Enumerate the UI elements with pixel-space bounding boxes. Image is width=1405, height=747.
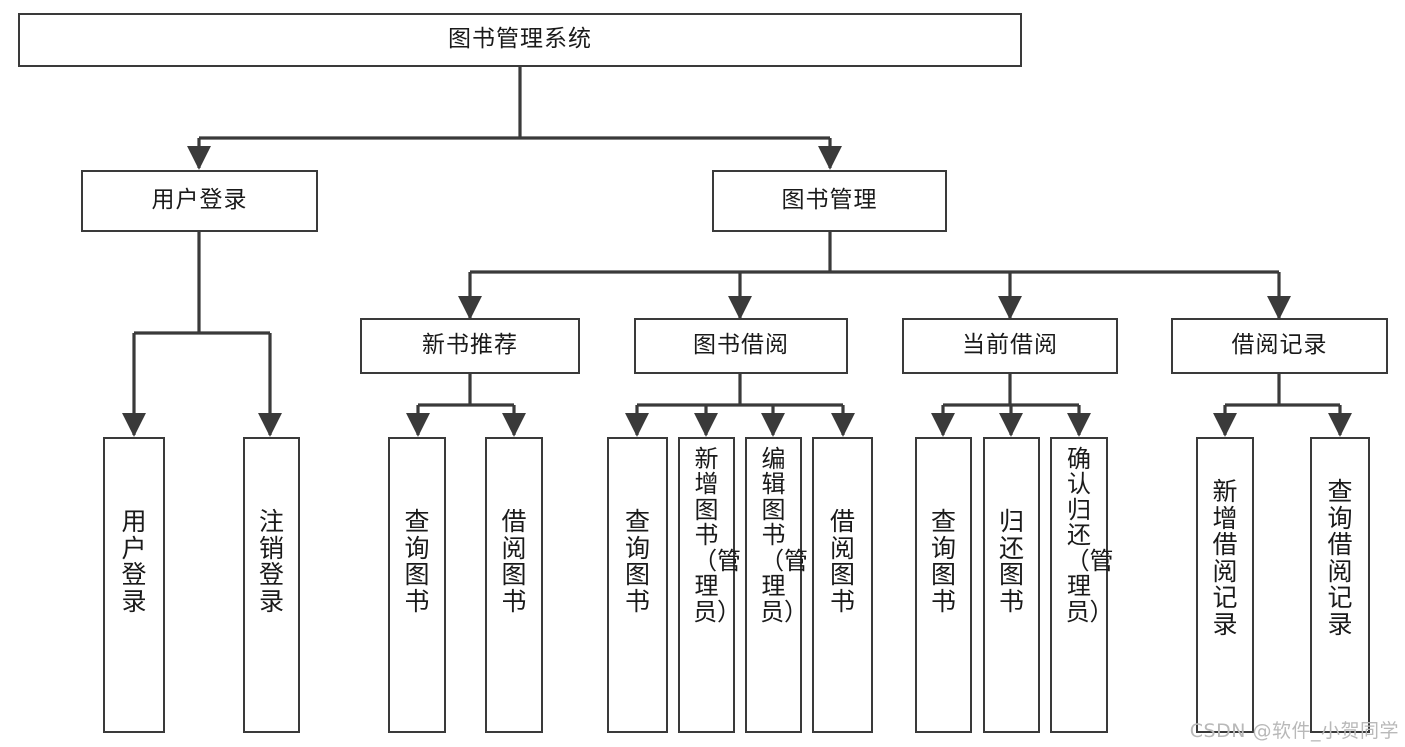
node-leaf-query-borrow-record[interactable]: 查询借阅记录 <box>1310 437 1370 733</box>
node-leaf-add-borrow-record-label: 新增借阅记录 <box>1212 477 1238 639</box>
node-leaf-edit-book-label: 编辑图书（管理员） <box>760 445 809 626</box>
node-leaf-confirm-return-label: 确认归还（管理员） <box>1065 445 1114 626</box>
node-new-book-recommend[interactable]: 新书推荐 <box>360 318 580 374</box>
node-leaf-user-login-label: 用户登录 <box>121 507 147 616</box>
node-leaf-add-borrow-record[interactable]: 新增借阅记录 <box>1196 437 1254 733</box>
node-new-book-recommend-label: 新书推荐 <box>422 332 518 359</box>
node-leaf-borrow-book-new-label: 借阅图书 <box>501 507 527 616</box>
node-leaf-user-login[interactable]: 用户登录 <box>103 437 165 733</box>
node-leaf-add-book-label: 新增图书（管理员） <box>693 445 742 626</box>
node-current-borrow[interactable]: 当前借阅 <box>902 318 1118 374</box>
node-leaf-logout[interactable]: 注销登录 <box>243 437 300 733</box>
node-root-label: 图书管理系统 <box>448 26 592 53</box>
node-leaf-logout-label: 注销登录 <box>258 507 284 616</box>
node-root[interactable]: 图书管理系统 <box>18 13 1022 67</box>
node-book-borrow-label: 图书借阅 <box>693 332 789 359</box>
node-leaf-add-book[interactable]: 新增图书（管理员） <box>678 437 742 733</box>
node-borrow-record[interactable]: 借阅记录 <box>1171 318 1388 374</box>
node-leaf-return-book-label: 归还图书 <box>998 507 1024 616</box>
node-leaf-query-book-new-label: 查询图书 <box>404 507 430 616</box>
csdn-watermark: CSDN @软件_小贺同学 <box>1189 720 1399 742</box>
node-book-management-label: 图书管理 <box>781 187 878 214</box>
node-leaf-query-book-borrow-label: 查询图书 <box>624 507 650 616</box>
node-current-borrow-label: 当前借阅 <box>962 332 1058 359</box>
node-leaf-borrow-book-new[interactable]: 借阅图书 <box>485 437 543 733</box>
node-leaf-query-book-current[interactable]: 查询图书 <box>915 437 972 733</box>
node-leaf-query-book-current-label: 查询图书 <box>930 507 956 616</box>
node-leaf-return-book[interactable]: 归还图书 <box>983 437 1040 733</box>
node-leaf-borrow-book[interactable]: 借阅图书 <box>812 437 873 733</box>
node-leaf-query-book-borrow[interactable]: 查询图书 <box>607 437 668 733</box>
node-leaf-edit-book[interactable]: 编辑图书（管理员） <box>745 437 809 733</box>
node-book-borrow[interactable]: 图书借阅 <box>634 318 848 374</box>
node-user-login[interactable]: 用户登录 <box>81 170 318 232</box>
node-leaf-confirm-return[interactable]: 确认归还（管理员） <box>1050 437 1114 733</box>
node-leaf-query-book-new[interactable]: 查询图书 <box>388 437 446 733</box>
node-user-login-label: 用户登录 <box>151 187 248 214</box>
node-borrow-record-label: 借阅记录 <box>1231 332 1328 359</box>
node-leaf-borrow-book-label: 借阅图书 <box>829 507 855 616</box>
node-book-management[interactable]: 图书管理 <box>712 170 947 232</box>
node-leaf-query-borrow-record-label: 查询借阅记录 <box>1327 477 1353 639</box>
